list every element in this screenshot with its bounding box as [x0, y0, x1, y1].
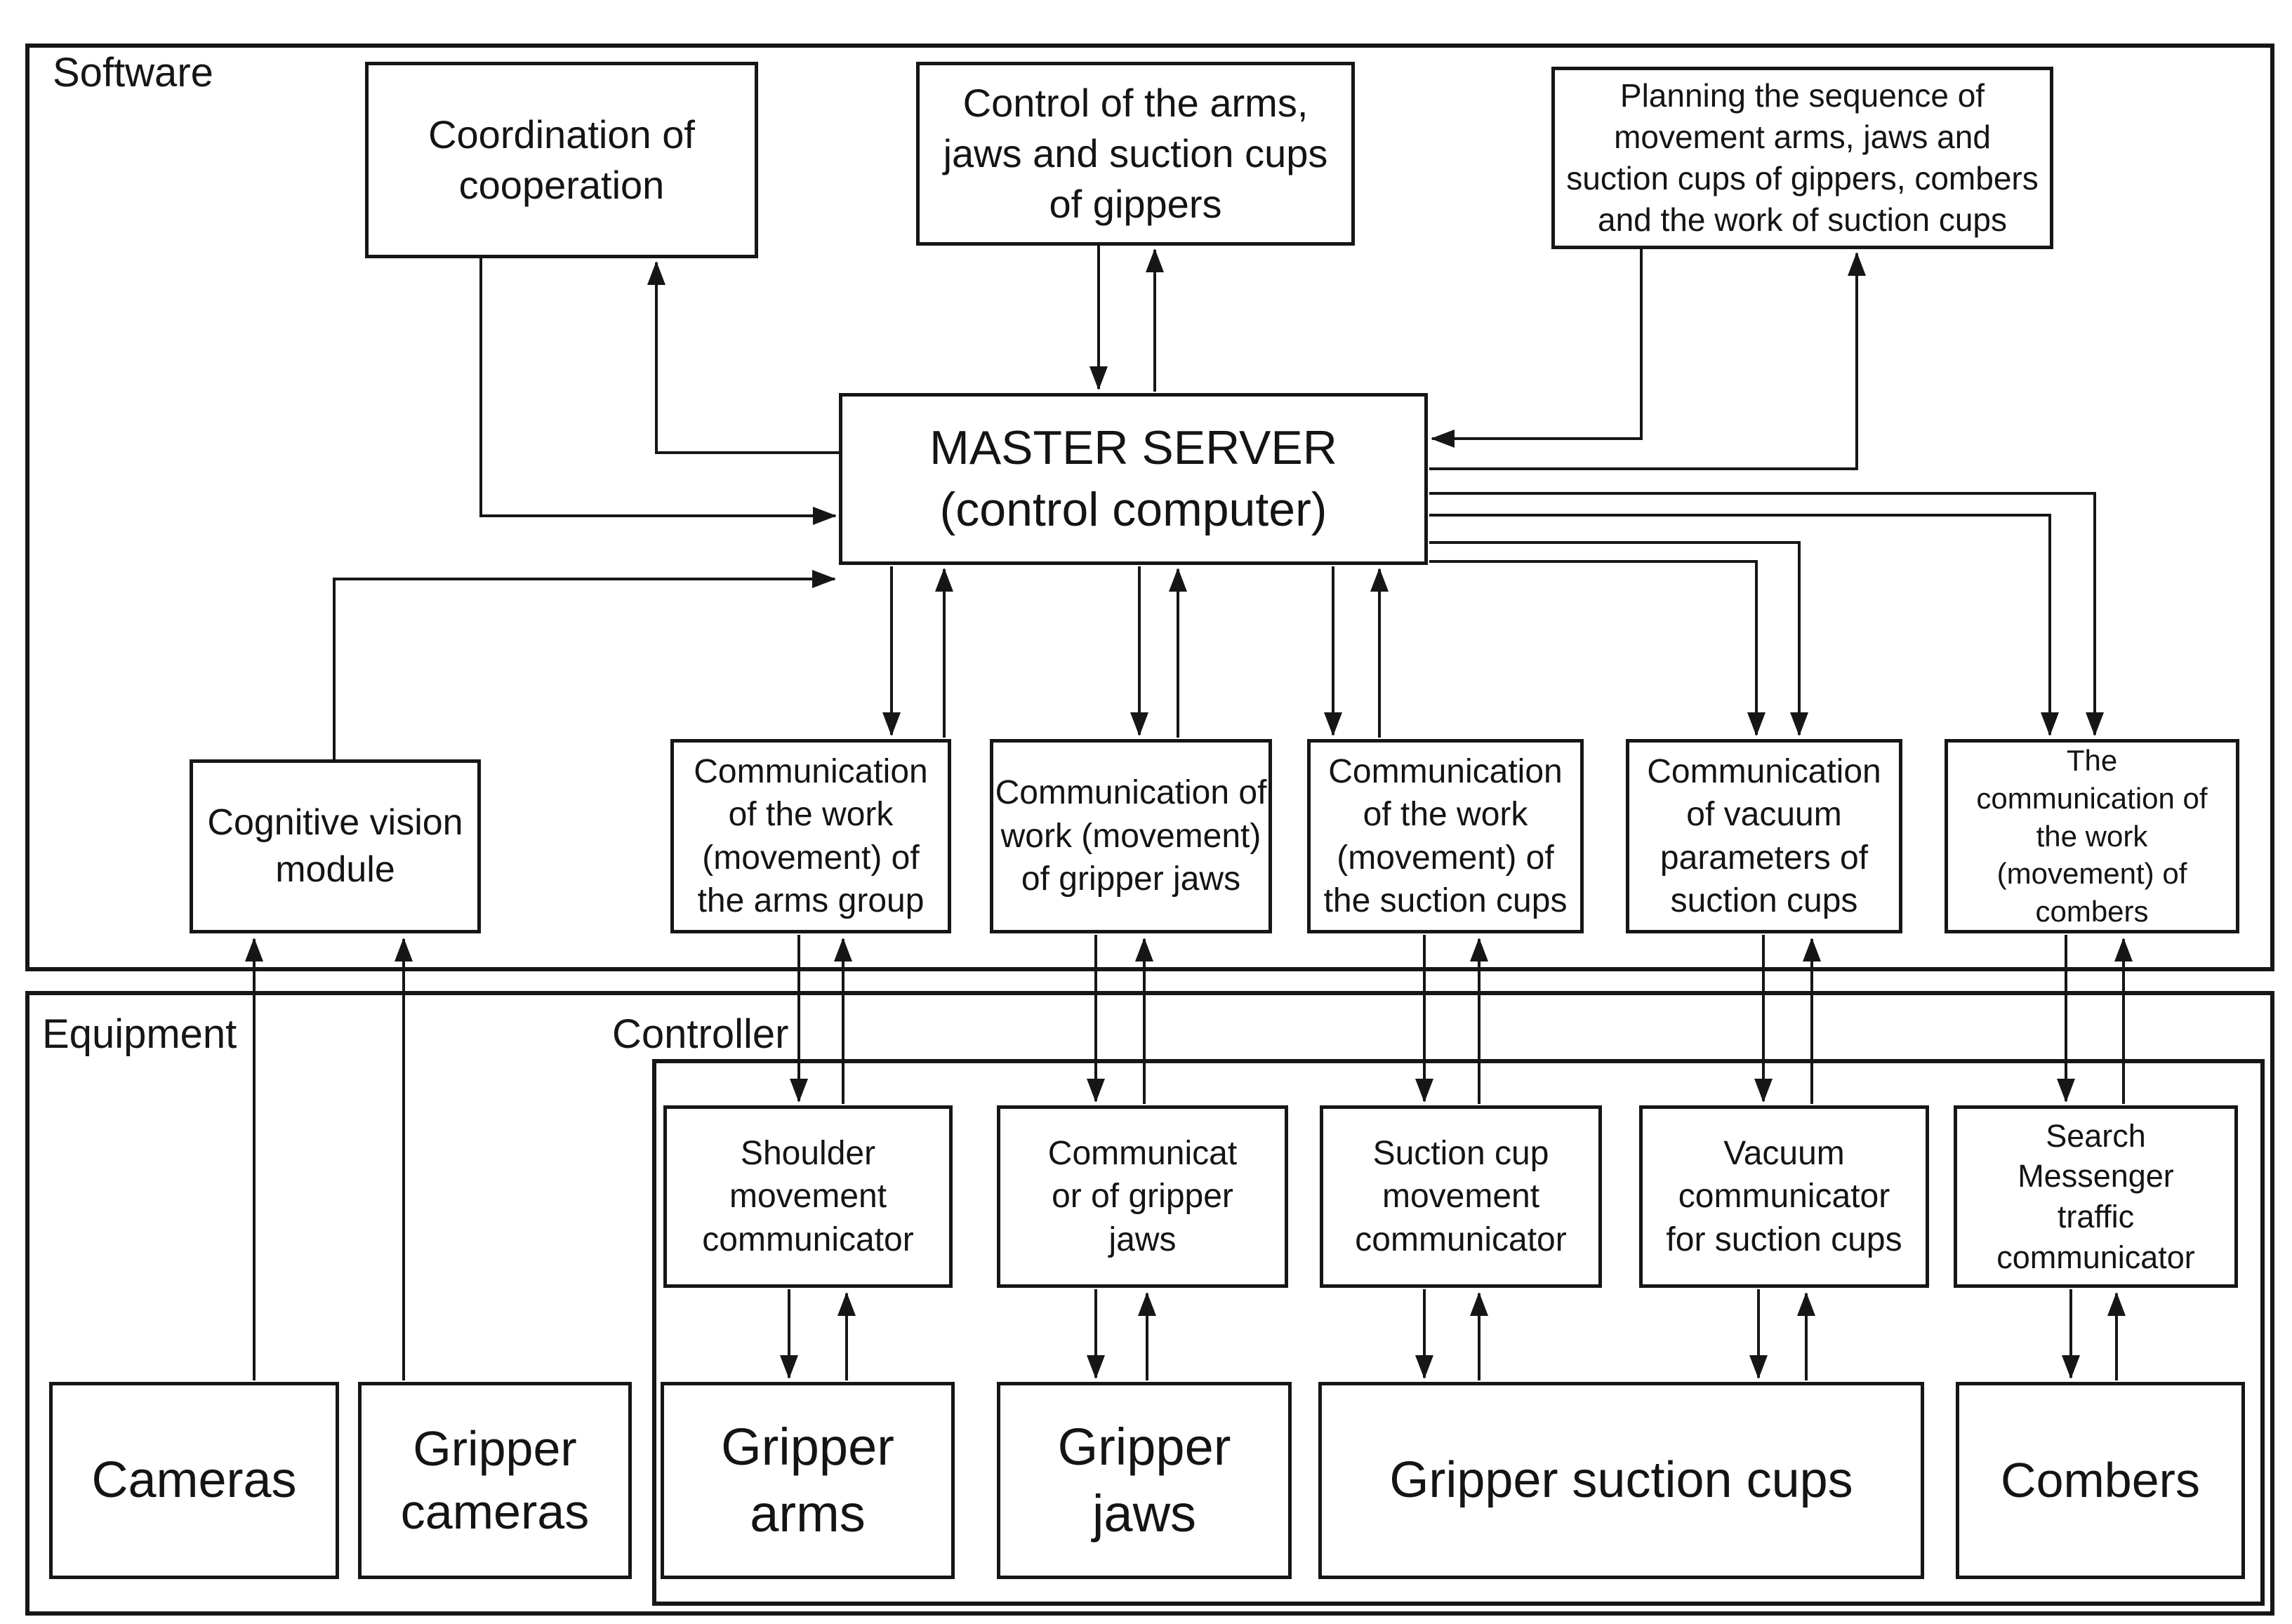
box-label-line: the suction cups [1323, 881, 1568, 919]
box-label-line: of gippers [1049, 181, 1222, 226]
box-gripper-jaws: Gripper jaws [997, 1382, 1292, 1579]
box-label-line: of gripper jaws [1021, 860, 1241, 898]
box-label-line: Gripper suction cups [1389, 1452, 1853, 1509]
box-label-line: Cognitive vision [207, 802, 463, 844]
box-label-line: Communication [1647, 752, 1881, 790]
box-comm-vacuum: Communication of vacuum parameters of sucti… [1626, 739, 1902, 933]
box-shoulder-comm: Shoulder movement communicator [663, 1105, 953, 1288]
box-label-line: module [275, 849, 395, 890]
box-jaws-comm: Communicat or of gripper jaws [997, 1105, 1288, 1288]
box-comm-suction: Communication of the work (movement) of the… [1307, 739, 1584, 933]
box-label-line: Search [2046, 1117, 2146, 1154]
box-label-line: suction cups [1670, 881, 1858, 919]
box-label-line: Gripper [413, 1420, 577, 1476]
box-label-line: Communication [1328, 752, 1563, 790]
box-comm-arms: Communication of the work (movement) of the… [670, 739, 951, 933]
box-gripper-suction: Gripper suction cups [1318, 1382, 1924, 1579]
box-label-line: combers [2035, 895, 2149, 929]
controller-section-label: Controller [612, 1011, 789, 1057]
box-label-line: of vacuum [1686, 796, 1842, 834]
box-label-line: communicator [1996, 1239, 2195, 1275]
box-master-server: MASTER SERVER (control computer) [839, 393, 1428, 565]
box-label-line: Messenger [2018, 1158, 2174, 1194]
box-label-line: Gripper [1057, 1417, 1231, 1476]
box-suction-comm: Suction cup movement communicator [1320, 1105, 1602, 1288]
box-label-line: and the work of suction cups [1598, 201, 2007, 238]
box-label-line: parameters of [1660, 839, 1869, 877]
box-label-line: MASTER SERVER [929, 421, 1337, 475]
box-label-line: Suction cup [1372, 1134, 1549, 1172]
box-label-line: the arms group [697, 881, 925, 919]
box-label-line: Gripper [721, 1417, 894, 1476]
box-planning: Planning the sequence of movement arms, j… [1551, 67, 2053, 249]
box-label-line: Coordination of [428, 112, 695, 157]
box-gripper-cameras: Gripper cameras [358, 1382, 632, 1579]
box-label-line: jaws [1092, 1484, 1197, 1543]
box-label-line: (movement) of [1337, 839, 1554, 877]
box-label-line: (movement) of [702, 839, 920, 877]
box-coordination: Coordination of cooperation [365, 62, 758, 258]
box-label-line: communicator [1355, 1220, 1567, 1258]
box-label-line: communicator [702, 1220, 914, 1258]
box-label-line: the work [2036, 819, 2148, 853]
box-label-line: Planning the sequence of [1619, 77, 1985, 114]
box-label-line: Control of the arms, [962, 81, 1309, 126]
box-control: Control of the arms, jaws and suction cup… [916, 62, 1355, 246]
box-label-line: of the work [728, 796, 894, 834]
box-label-line: suction cups of gippers, combers [1566, 160, 2039, 197]
box-label-line: movement [729, 1178, 887, 1216]
box-label-line: arms [750, 1484, 866, 1543]
box-label-line: jaws and suction cups [943, 131, 1328, 176]
box-label-line: traffic [2057, 1199, 2135, 1234]
box-label-line: of the work [1363, 796, 1528, 834]
box-label-line: (control computer) [939, 482, 1327, 536]
software-section-box [25, 44, 2274, 971]
equipment-section-label: Equipment [42, 1011, 237, 1057]
box-label-line: The [2066, 744, 2118, 778]
box-label-line: movement [1382, 1178, 1540, 1216]
box-label-line: Cameras [91, 1452, 297, 1509]
box-combers: Combers [1956, 1382, 2245, 1579]
box-label-line: (movement) of [1996, 857, 2187, 891]
box-gripper-arms: Gripper arms [661, 1382, 955, 1579]
software-section-label: Software [53, 50, 213, 95]
box-label-line: jaws [1108, 1220, 1177, 1258]
box-label-line: work (movement) [1000, 817, 1261, 855]
controller-section-box [652, 1059, 2265, 1606]
box-label-line: cameras [400, 1484, 590, 1539]
box-label-line: Communication [694, 752, 928, 790]
box-label-line: Combers [2001, 1452, 2200, 1507]
box-label-line: Communicat [1047, 1134, 1238, 1172]
box-label-line: communication of [1976, 781, 2208, 815]
box-cameras: Cameras [49, 1382, 339, 1579]
box-label-line: Shoulder [740, 1134, 876, 1172]
box-label-line: movement arms, jaws and [1614, 119, 1991, 156]
box-label-line: Vacuum [1723, 1134, 1845, 1172]
equipment-section-box [25, 991, 2274, 1616]
box-label-line: Communication of [995, 774, 1267, 812]
box-label-line: or of gripper [1052, 1178, 1233, 1216]
box-label-line: cooperation [458, 163, 665, 207]
box-comm-jaws: Communication of work (movement) of grippe… [990, 739, 1272, 933]
box-label-line: for suction cups [1666, 1220, 1902, 1258]
box-cognitive-vision: Cognitive vision module [190, 759, 481, 933]
box-label-line: communicator [1678, 1178, 1890, 1216]
box-vacuum-comm: Vacuum communicator for suction cups [1639, 1105, 1929, 1288]
